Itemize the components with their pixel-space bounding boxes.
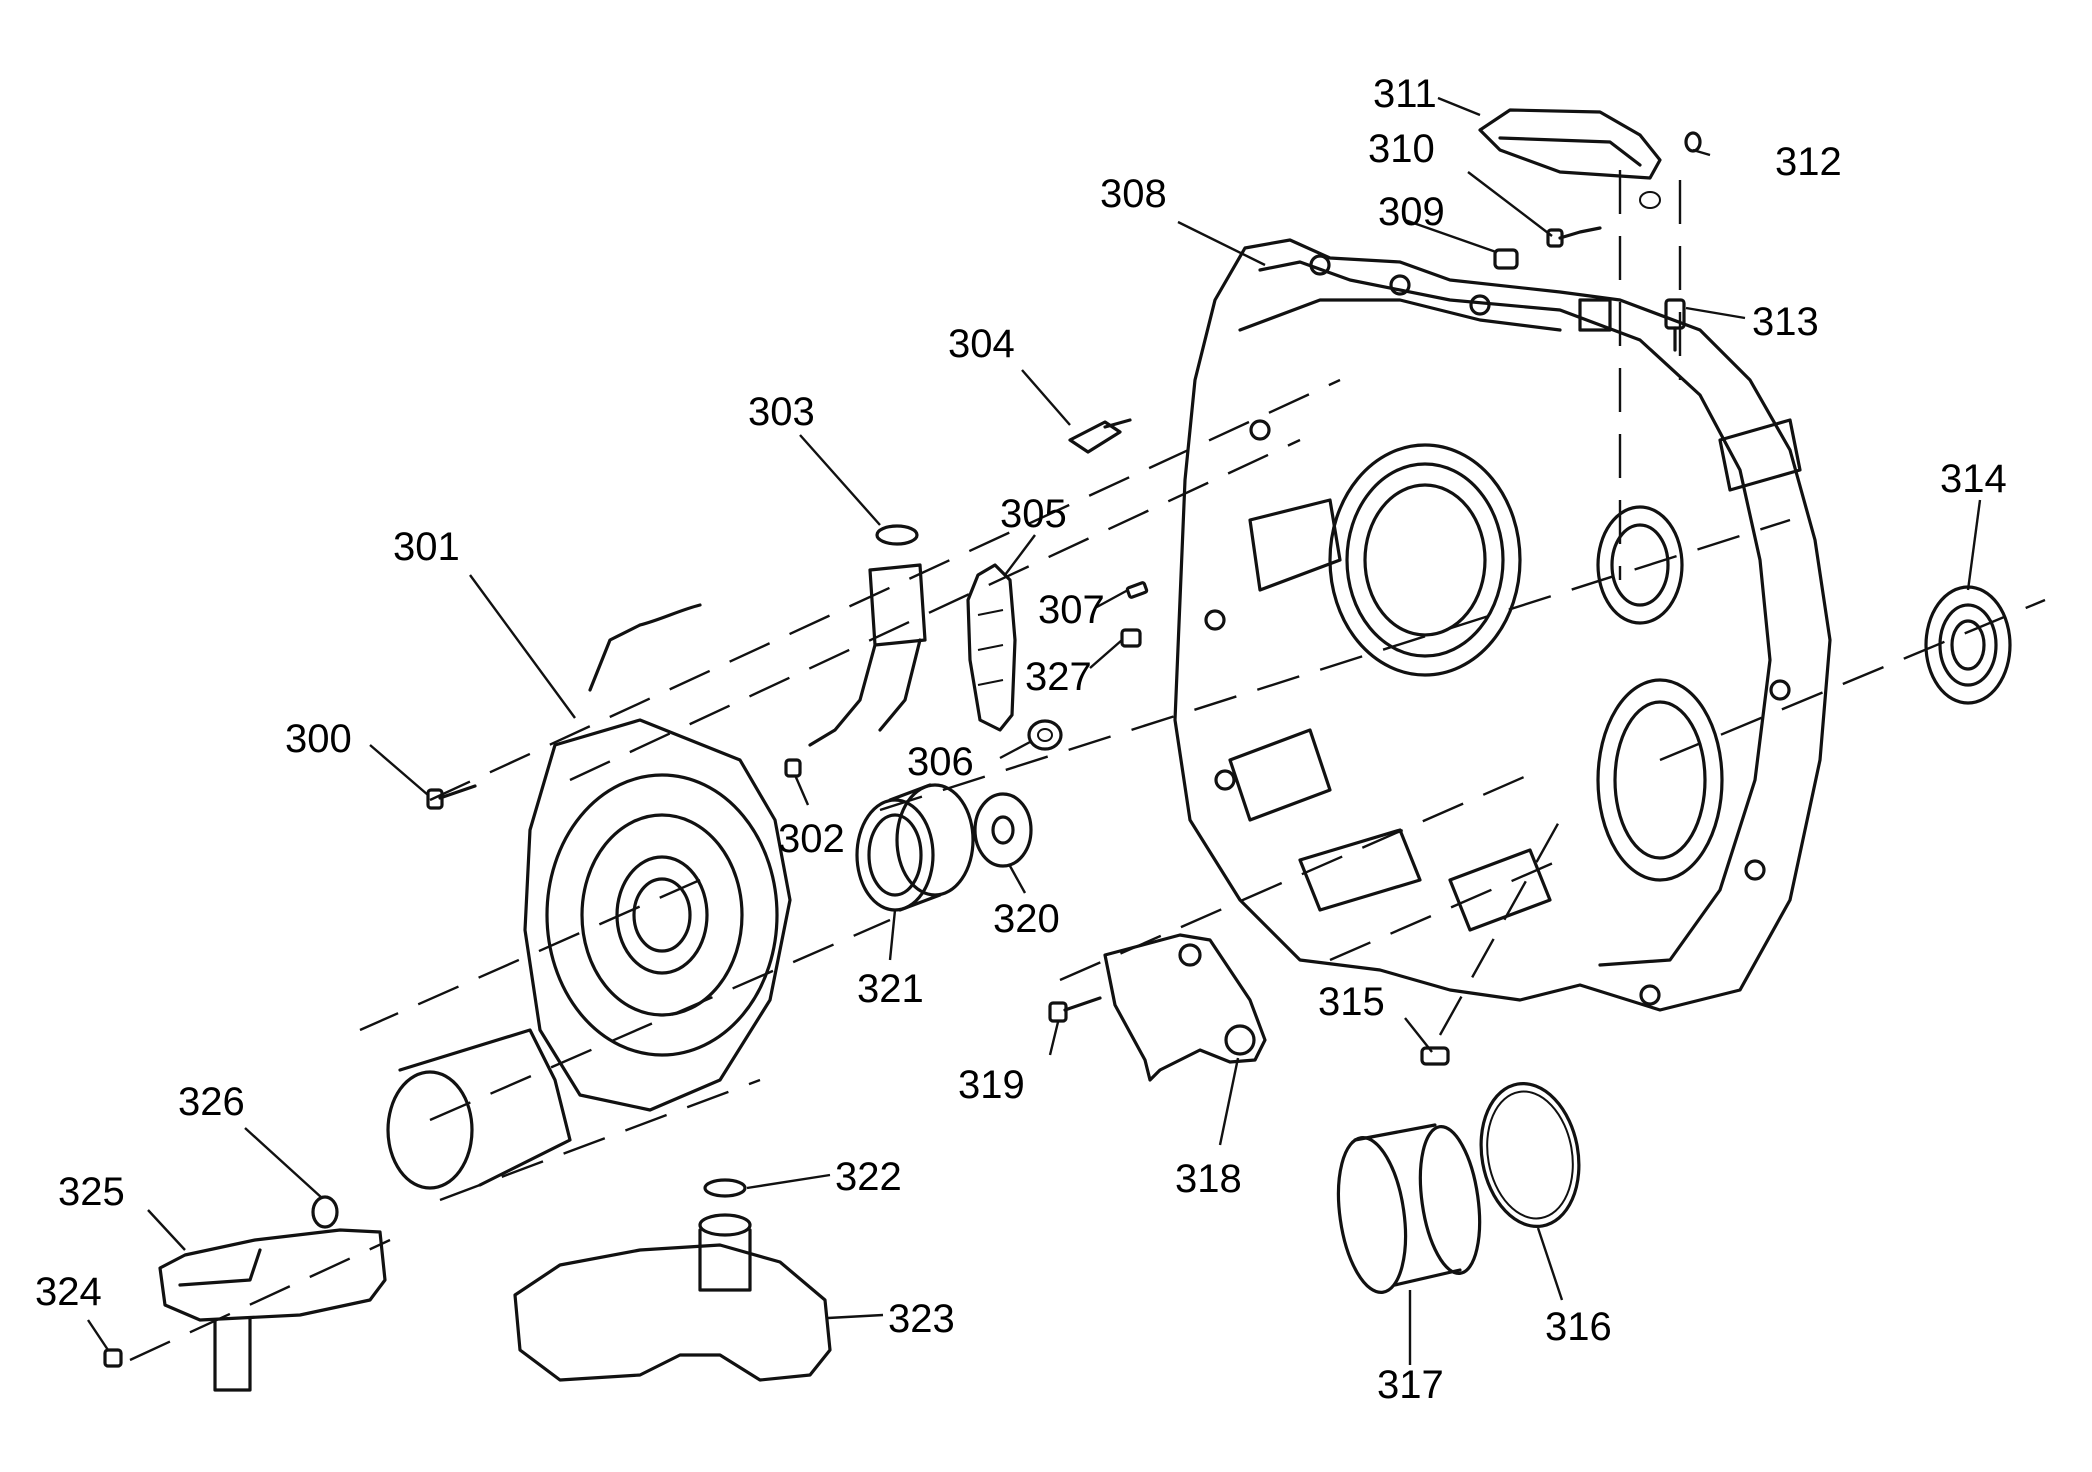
label-318: 318 — [1175, 1157, 1242, 1201]
part-311-cover — [1478, 108, 1662, 209]
part-317-sleeve — [1336, 1123, 1482, 1294]
part-309-plug — [1493, 248, 1519, 270]
part-304-sensor — [1068, 418, 1132, 454]
part-305-gasket — [966, 563, 1017, 732]
part-312-oring — [1684, 131, 1702, 153]
part-306-seal — [1027, 719, 1063, 751]
label-311: 311 — [1373, 72, 1437, 116]
leader-lines — [87, 96, 1982, 1365]
label-307: 307 — [1038, 588, 1105, 632]
label-310: 310 — [1368, 127, 1435, 171]
label-321: 321 — [857, 967, 924, 1011]
part-320-washer — [973, 792, 1033, 868]
label-319: 319 — [958, 1063, 1025, 1107]
part-322-oring — [703, 1178, 747, 1198]
part-321-bearing — [855, 783, 975, 912]
label-303: 303 — [748, 390, 815, 434]
part-sensor-body — [808, 563, 927, 747]
label-315: 315 — [1318, 980, 1385, 1024]
part-cylinder — [386, 1028, 572, 1190]
label-301: 301 — [393, 525, 460, 569]
part-325-filter — [158, 1228, 387, 1392]
part-300-bolt — [426, 784, 477, 810]
label-302: 302 — [778, 817, 845, 861]
label-317: 317 — [1377, 1363, 1444, 1407]
part-303-oring — [875, 524, 919, 546]
part-302-bolt — [784, 758, 802, 778]
part-318-bracket — [1103, 933, 1267, 1082]
label-308: 308 — [1100, 172, 1167, 216]
label-322: 322 — [835, 1155, 902, 1199]
label-326: 326 — [178, 1080, 245, 1124]
label-327: 327 — [1025, 655, 1092, 699]
label-314: 314 — [1940, 457, 2007, 501]
part-327-fitting — [1120, 628, 1142, 648]
part-319-bolt — [1048, 996, 1102, 1023]
part-315-pin — [1420, 1046, 1450, 1066]
part-labels: 300 301 302 303 304 305 306 307 308 309 … — [35, 72, 2007, 1407]
part-313-fitting — [1664, 298, 1686, 352]
part-310-bolt — [1546, 226, 1602, 248]
part-326-seal — [311, 1195, 339, 1229]
transmission-case — [1173, 238, 1832, 1012]
label-305: 305 — [1000, 492, 1067, 536]
label-300: 300 — [285, 717, 352, 761]
label-316: 316 — [1545, 1305, 1612, 1349]
part-301-pump-assembly — [523, 603, 792, 1112]
label-324: 324 — [35, 1270, 102, 1314]
label-313: 313 — [1752, 300, 1819, 344]
part-323-pan — [513, 1213, 832, 1382]
label-320: 320 — [993, 897, 1060, 941]
label-306: 306 — [907, 740, 974, 784]
part-316-ring — [1479, 1082, 1581, 1228]
label-325: 325 — [58, 1170, 125, 1214]
label-312: 312 — [1775, 140, 1842, 184]
label-309: 309 — [1378, 190, 1445, 234]
part-307-pin — [1125, 581, 1149, 599]
label-304: 304 — [948, 322, 1015, 366]
part-324-bolt — [103, 1348, 123, 1368]
label-323: 323 — [888, 1297, 955, 1341]
part-314-seal — [1924, 585, 2012, 705]
